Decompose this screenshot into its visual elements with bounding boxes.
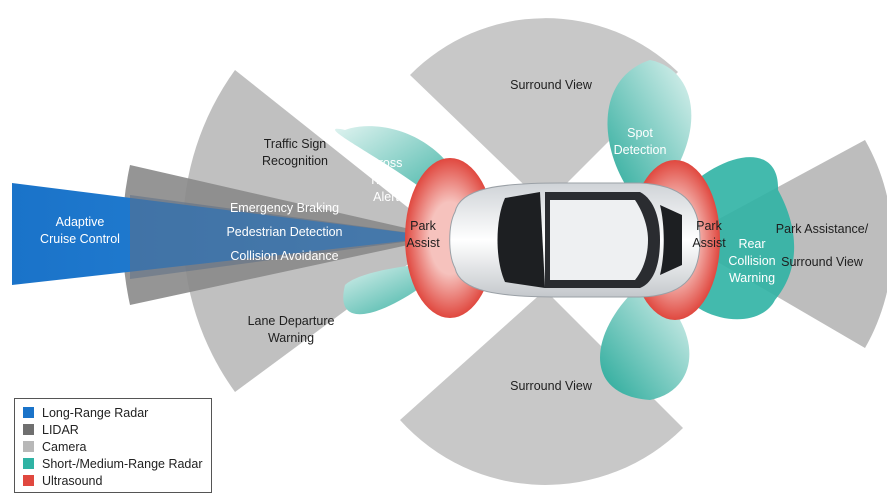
label-adaptive-cruise: Adaptive Cruise Control <box>40 215 120 246</box>
label-collision-avoidance: Collision Avoidance <box>230 249 339 263</box>
legend-item-long-range-radar: Long-Range Radar <box>23 404 203 421</box>
label-surround-view-bottom: Surround View <box>510 379 592 393</box>
legend-label: Long-Range Radar <box>42 405 149 420</box>
legend-swatch <box>23 475 34 486</box>
legend-label: LIDAR <box>42 422 79 437</box>
label-park-assist-front: Park Assist <box>406 219 440 250</box>
label-park-assistance-surround: Surround View <box>781 255 863 269</box>
legend-label: Camera <box>42 439 87 454</box>
surround-view-bottom-sector <box>400 290 683 485</box>
label-surround-view-top: Surround View <box>510 78 592 92</box>
lidar-overlap <box>130 195 440 279</box>
legend-item-ultrasound: Ultrasound <box>23 472 203 489</box>
legend-label: Ultrasound <box>42 473 103 488</box>
label-spot-detection: Spot Detection <box>613 126 667 157</box>
label-park-assistance: Park Assistance/ <box>775 222 869 236</box>
label-lane-departure: Lane Departure Warning <box>247 314 335 345</box>
legend-item-lidar: LIDAR <box>23 421 203 438</box>
legend-swatch <box>23 458 34 469</box>
label-traffic-sign: Traffic Sign Recognition <box>261 137 328 168</box>
surround-view-top-sector <box>410 18 678 205</box>
label-cross-traffic: Cross Traffic Alert <box>368 156 404 204</box>
label-pedestrian-detection: Pedestrian Detection <box>226 225 343 239</box>
legend-label: Short-/Medium-Range Radar <box>42 456 203 471</box>
legend-swatch <box>23 441 34 452</box>
label-park-assist-rear: Park Assist <box>692 219 726 250</box>
legend: Long-Range Radar LIDAR Camera Short-/Med… <box>14 398 212 493</box>
car-top-view <box>449 182 701 298</box>
legend-item-short-medium-radar: Short-/Medium-Range Radar <box>23 455 203 472</box>
legend-item-camera: Camera <box>23 438 203 455</box>
label-emergency-braking: Emergency Braking <box>229 201 340 215</box>
legend-swatch <box>23 407 34 418</box>
label-rear-collision: Rear Collision Warning <box>728 237 776 285</box>
legend-swatch <box>23 424 34 435</box>
